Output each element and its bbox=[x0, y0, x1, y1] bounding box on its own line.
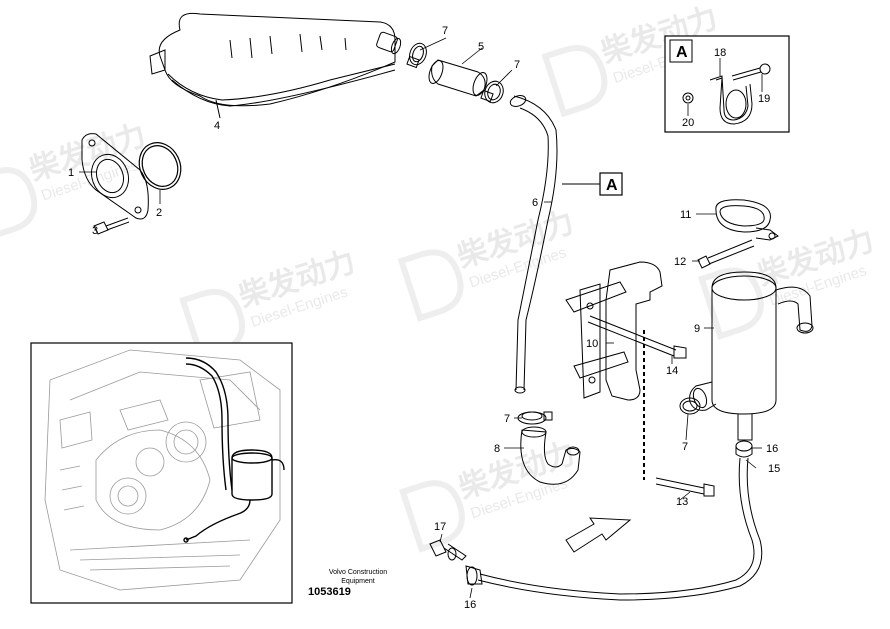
callout-11: 11 bbox=[680, 209, 691, 221]
direction-arrow bbox=[565, 517, 632, 553]
callouts: 1 2 3 4 5 6 7 7 7 7 8 9 10 11 12 13 14 1… bbox=[68, 25, 780, 611]
callout-16-b: 16 bbox=[464, 599, 476, 611]
caption-line-1: Volvo Construction bbox=[328, 569, 388, 576]
callout-7-d: 7 bbox=[682, 441, 688, 453]
clamp-part-7-upper-left bbox=[406, 42, 427, 69]
callout-2: 2 bbox=[156, 207, 162, 219]
document-number: 1053619 bbox=[308, 586, 351, 598]
hose-part-5 bbox=[428, 59, 488, 97]
gasket-part-2 bbox=[138, 142, 182, 190]
hose-part-6 bbox=[509, 95, 558, 394]
callout-7-c: 7 bbox=[504, 413, 510, 425]
fitting-part-17 bbox=[429, 539, 467, 561]
fitting-part-16-upper bbox=[735, 440, 753, 458]
callout-16-a: 16 bbox=[766, 443, 778, 455]
callout-18: 18 bbox=[714, 47, 726, 59]
callout-19: 19 bbox=[758, 93, 770, 105]
clamp-part-18 bbox=[709, 75, 753, 125]
bolt-part-12 bbox=[697, 239, 755, 269]
nipple-part bbox=[376, 31, 402, 55]
bolt-part-14 bbox=[587, 315, 687, 359]
callout-14: 14 bbox=[666, 365, 678, 377]
screw-part-19 bbox=[731, 63, 771, 81]
screw-part-3 bbox=[93, 217, 130, 235]
fitting-part-16-lower bbox=[465, 565, 483, 586]
strap-part-11 bbox=[715, 199, 779, 241]
hose-part-15 bbox=[477, 457, 763, 601]
engine-overview-inset bbox=[30, 342, 293, 604]
callout-17: 17 bbox=[434, 521, 446, 533]
callout-7-b: 7 bbox=[514, 59, 520, 71]
callout-6: 6 bbox=[532, 197, 538, 209]
flange-part-1 bbox=[81, 133, 149, 220]
callout-13: 13 bbox=[676, 496, 688, 508]
detail-box-a: A bbox=[664, 35, 790, 133]
canister-part-9 bbox=[689, 271, 814, 441]
manufacturer-caption: Volvo Construction Equipment bbox=[298, 568, 418, 586]
callout-3: 3 bbox=[92, 225, 98, 237]
callout-4: 4 bbox=[214, 120, 220, 132]
detail-box-letter: A bbox=[676, 44, 688, 61]
detail-reference-letter: A bbox=[606, 177, 618, 194]
nut-part-20 bbox=[682, 92, 694, 104]
engine-cover-part-4 bbox=[149, 12, 396, 119]
callout-7-a: 7 bbox=[442, 25, 448, 37]
elbow-hose-part-8 bbox=[520, 426, 581, 485]
bracket-part-10 bbox=[565, 261, 663, 401]
detail-reference-tag: A bbox=[562, 172, 623, 196]
caption-line-2: Equipment bbox=[341, 578, 375, 585]
callout-10: 10 bbox=[586, 338, 598, 350]
callout-5: 5 bbox=[478, 41, 484, 53]
clamp-part-7-lower bbox=[517, 411, 553, 425]
callout-9: 9 bbox=[694, 323, 700, 335]
clamp-part-7-canister bbox=[679, 397, 701, 415]
callout-8: 8 bbox=[494, 443, 500, 455]
bolt-part-13 bbox=[643, 330, 715, 497]
clamp-part-7-upper-right bbox=[480, 80, 504, 104]
callout-12: 12 bbox=[674, 256, 686, 268]
callout-15: 15 bbox=[768, 463, 780, 475]
callout-20: 20 bbox=[682, 117, 694, 129]
leader-lines bbox=[79, 37, 763, 599]
callout-1: 1 bbox=[68, 167, 74, 179]
